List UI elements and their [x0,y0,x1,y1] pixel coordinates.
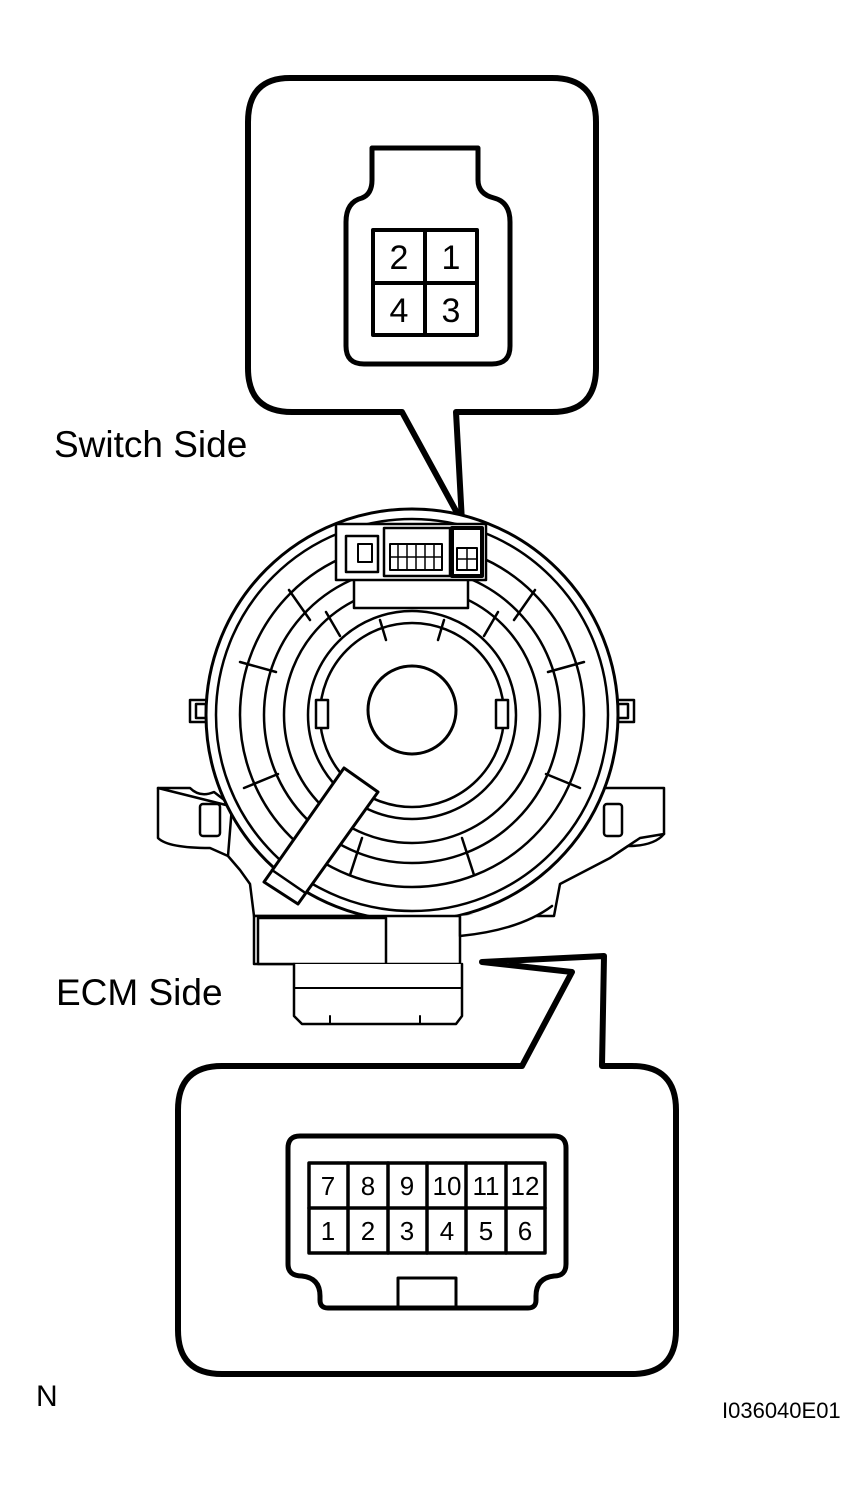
steering-shaft-bore [366,664,458,756]
ecm-pin: 12 [511,1171,540,1201]
radial-spokes [238,588,586,877]
switch-pin: 2 [390,239,409,277]
ecm-pin: 4 [440,1216,454,1246]
ecm-pin: 2 [361,1216,375,1246]
ecm-connector-housing [285,1133,569,1311]
lever-arm [262,766,380,906]
ecm-pin: 10 [433,1171,462,1201]
ecm-pin: 9 [400,1171,414,1201]
switch-side-label: Switch Side [54,424,248,465]
ecm-pin: 5 [479,1216,493,1246]
ecm-pin: 3 [400,1216,414,1246]
switch-pin: 4 [390,292,409,330]
ecm-pin-numbers-bottom: 1 2 3 4 5 6 [321,1216,532,1246]
ecm-pin: 1 [321,1216,335,1246]
switch-callout-bubble [245,75,599,525]
corner-mark: N [36,1380,58,1413]
switch-pin-numbers: 2 1 4 3 [390,239,461,330]
top-connector-block [334,522,488,610]
switch-pin: 1 [442,239,461,277]
ecm-pin-grid [307,1161,547,1255]
ecm-pin-numbers-top: 7 8 9 10 11 12 [321,1171,540,1201]
switch-pin-grid [371,228,479,337]
switch-connector-housing [343,145,513,367]
switch-pin: 3 [442,292,461,330]
ecm-side-connector-housing [252,904,554,1026]
ecm-side-label: ECM Side [56,972,223,1013]
ecm-pin: 11 [473,1171,500,1201]
ecm-pin: 7 [321,1171,335,1201]
ecm-pin: 8 [361,1171,375,1201]
ecm-pin: 6 [518,1216,532,1246]
figure-code: I036040E01 [722,1398,841,1423]
